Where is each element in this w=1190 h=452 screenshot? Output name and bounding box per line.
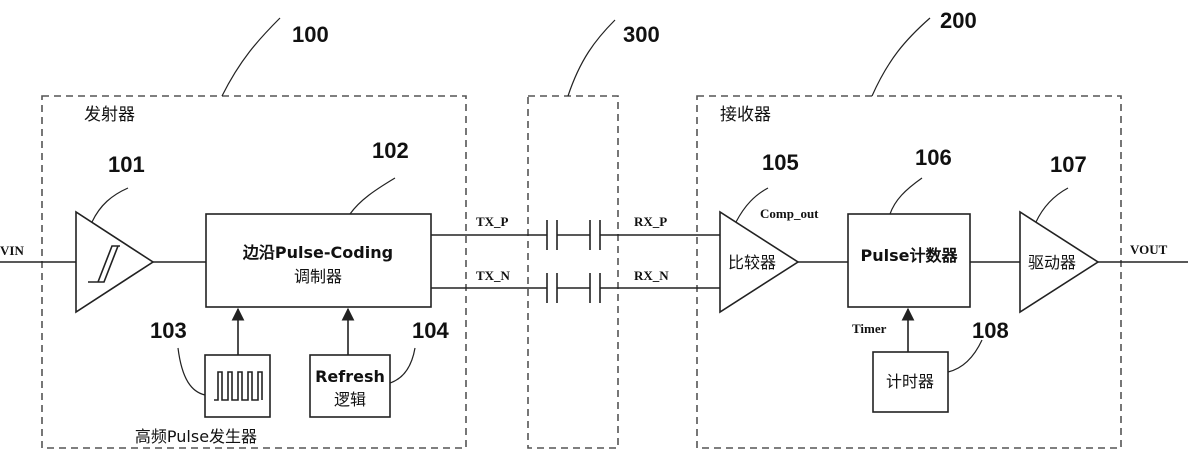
ref-103: 103 (150, 318, 187, 343)
pulse-counter-label: Pulse计数器 (861, 246, 959, 265)
modulator-label-line2: 调制器 (294, 267, 342, 286)
leader-100 (221, 17, 281, 97)
vout-label: VOUT (1130, 242, 1168, 257)
pulse-generator-label: 高频Pulse发生器 (135, 427, 257, 446)
rx-p-label: RX_P (634, 214, 667, 229)
tx-n-label: TX_N (476, 268, 511, 283)
ref-200: 200 (940, 8, 977, 33)
receiver-title: 接收器 (720, 105, 771, 125)
vin-label: VIN (0, 243, 24, 258)
ref-101: 101 (108, 152, 145, 177)
comp-out-label: Comp_out (760, 206, 819, 221)
pulse-train-icon (214, 371, 263, 401)
pulse-counter-block-106 (847, 213, 971, 308)
driver-label: 驱动器 (1028, 253, 1076, 272)
rx-n-label: RX_N (634, 268, 669, 283)
refresh-label-line1: Refresh (315, 367, 385, 386)
refresh-label-line2: 逻辑 (334, 390, 366, 409)
modulator-label-line1: 边沿Pulse-Coding (242, 243, 393, 262)
leader-104 (389, 347, 416, 384)
ref-104: 104 (412, 318, 449, 343)
leader-103 (177, 347, 206, 396)
leader-108 (947, 339, 983, 373)
comparator-triangle-icon (719, 210, 800, 314)
leader-102 (349, 177, 396, 215)
ref-107: 107 (1050, 152, 1087, 177)
ref-108: 108 (972, 318, 1009, 343)
transmitter-region (41, 95, 467, 449)
comparator-label: 比较器 (728, 253, 776, 272)
ref-106: 106 (915, 145, 952, 170)
receiver-region (696, 95, 1122, 449)
refresh-logic-block-104 (309, 354, 391, 418)
transmitter-title: 发射器 (84, 105, 135, 125)
driver-triangle-icon (1019, 210, 1100, 314)
modulator-block-102 (205, 213, 432, 308)
leader-106 (889, 177, 923, 215)
ref-102: 102 (372, 138, 409, 163)
timer-block-label: 计时器 (886, 372, 934, 391)
leader-105 (735, 187, 769, 223)
leader-107 (1035, 187, 1069, 223)
ref-100: 100 (292, 22, 329, 47)
schmitt-hysteresis-icon (88, 245, 120, 283)
timer-signal-label: Timer (852, 321, 887, 336)
schmitt-buffer-101 (75, 210, 155, 314)
leader-101 (91, 187, 129, 223)
tx-p-label: TX_P (476, 214, 509, 229)
ref-105: 105 (762, 150, 799, 175)
ref-300: 300 (623, 22, 660, 47)
channel-region (527, 95, 619, 449)
leader-200 (871, 17, 931, 97)
leader-300 (567, 19, 616, 97)
timer-block-108 (872, 351, 949, 413)
